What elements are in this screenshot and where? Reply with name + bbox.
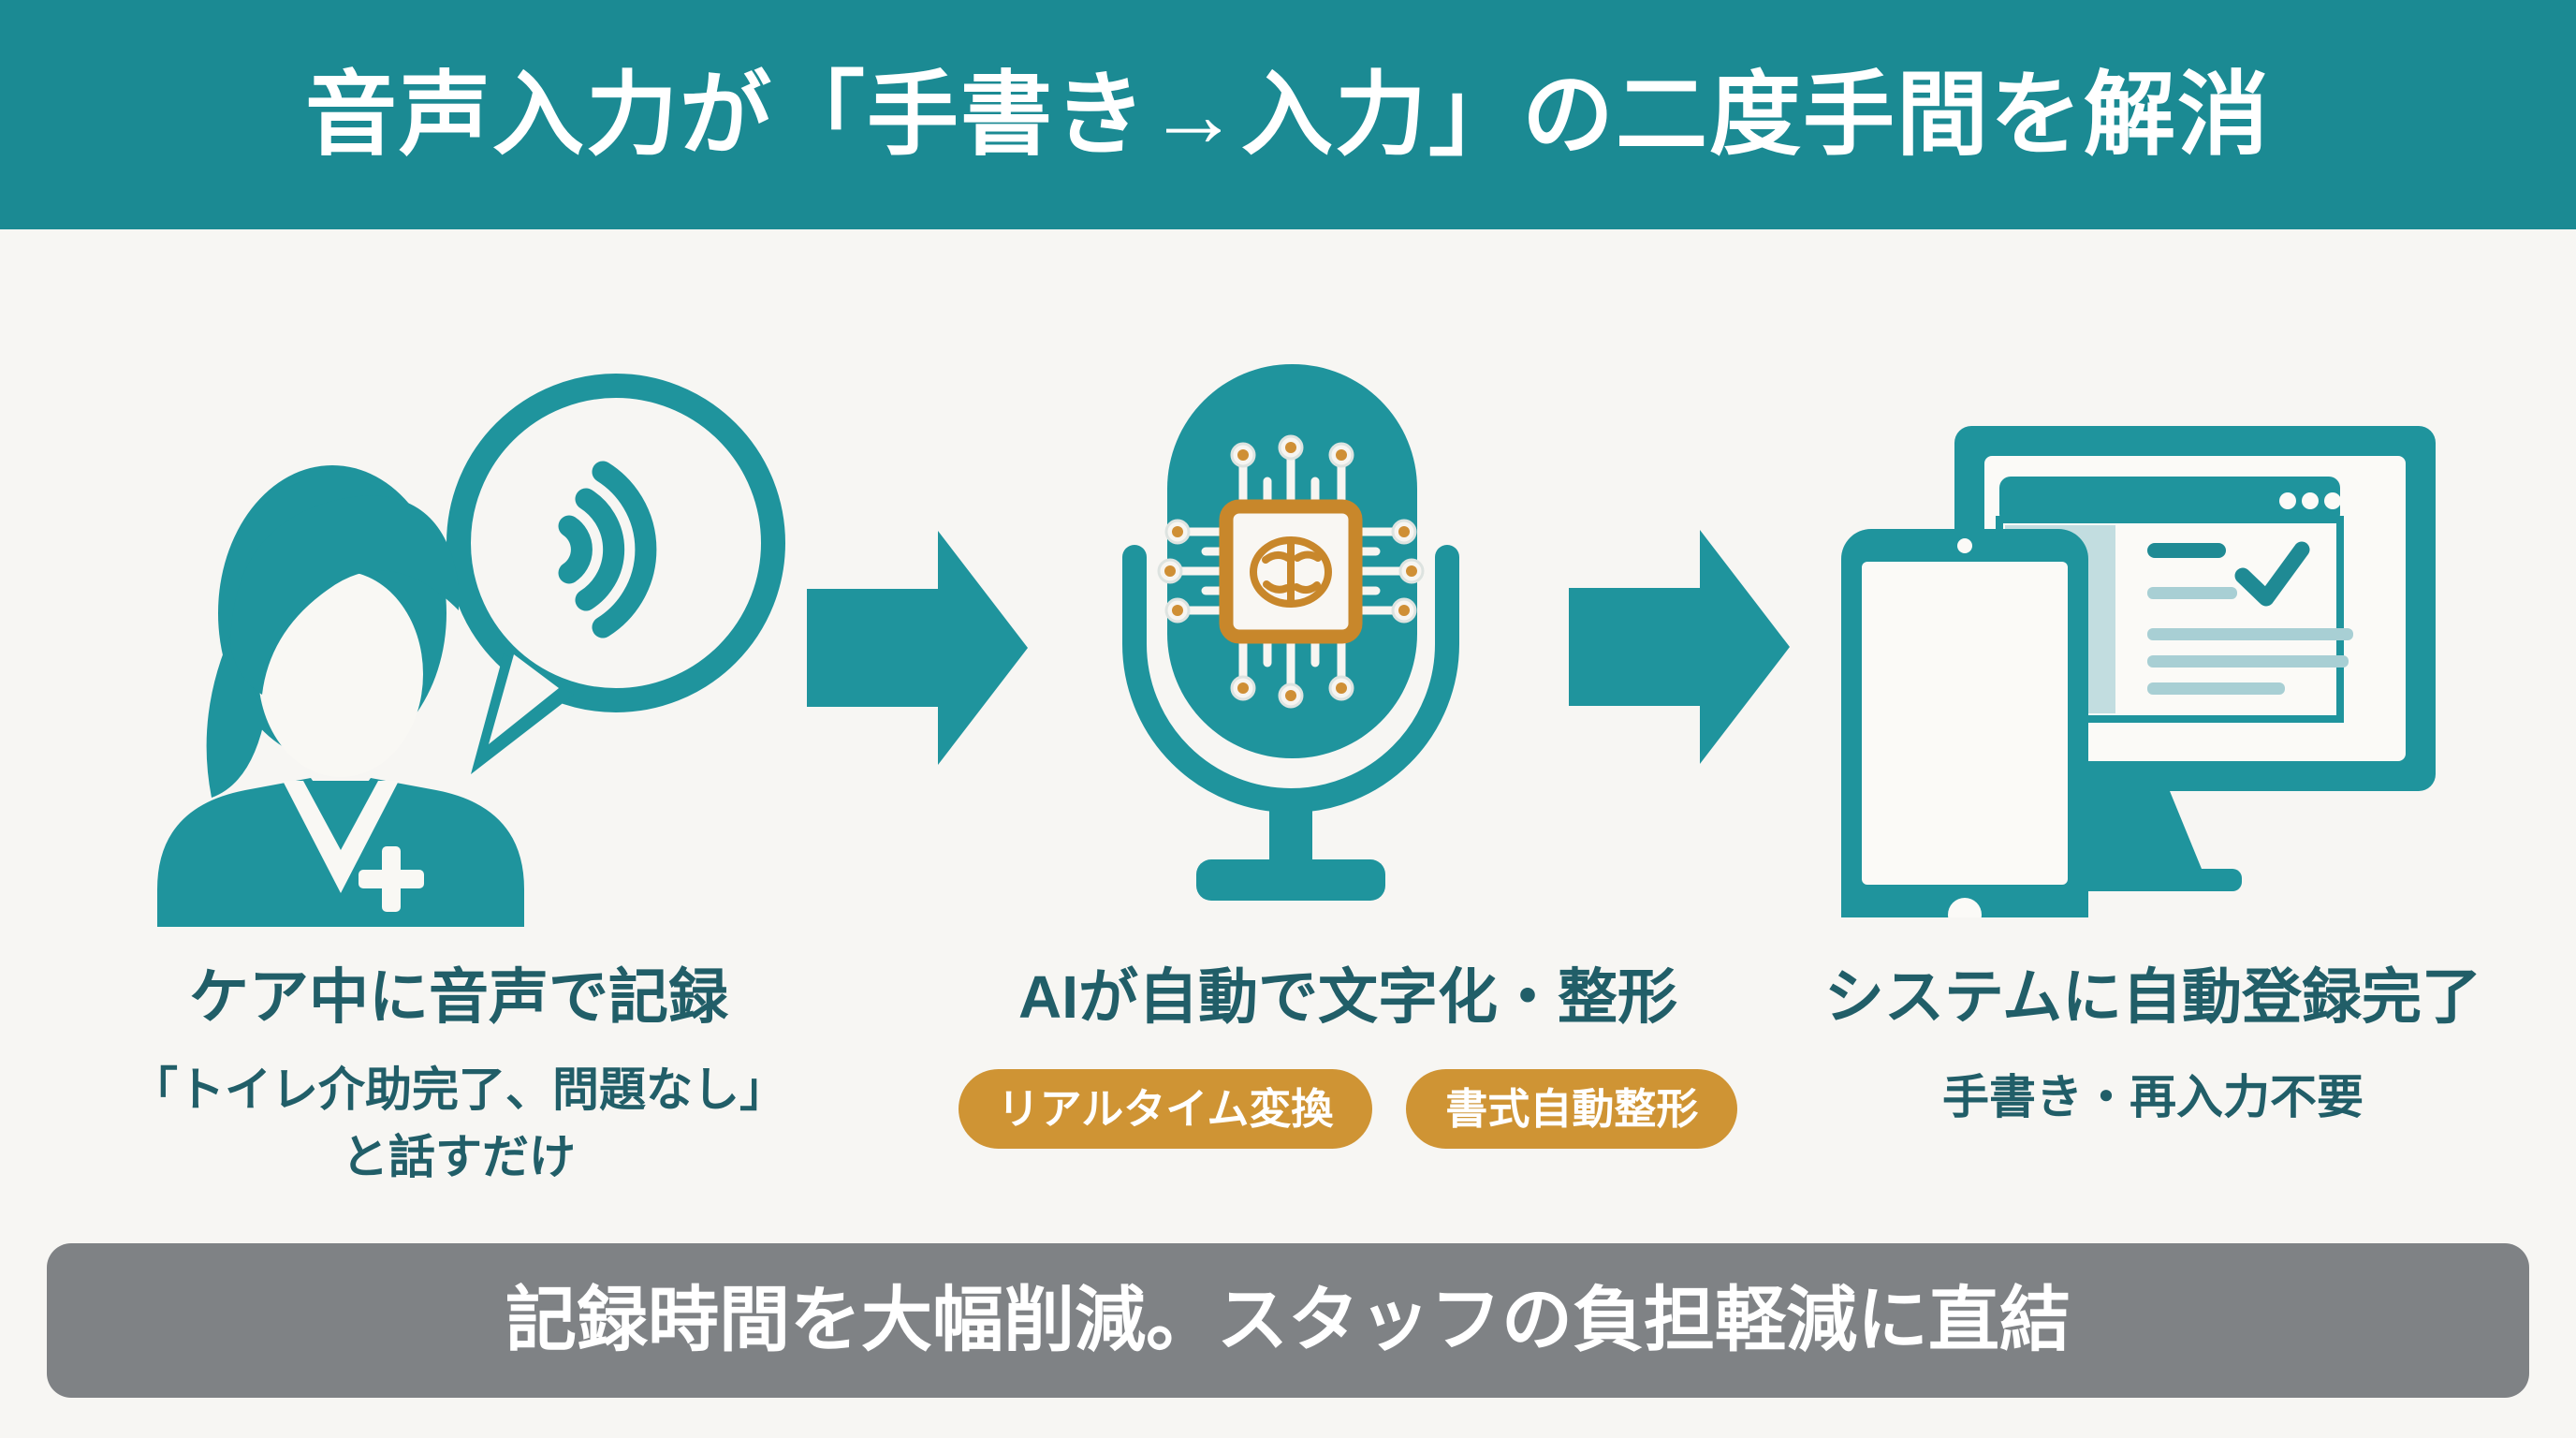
step1-subline-2: と話すだけ [342, 1131, 576, 1183]
sound-waves-icon [558, 461, 657, 638]
checkmark-icon [2234, 541, 2310, 607]
step1-subline-1: 「トイレ介助完了、問題なし」 [131, 1064, 786, 1116]
step3-heading: システムに自動登録完了 [1823, 963, 2482, 1031]
step1-heading: ケア中に音声で記録 [189, 963, 728, 1031]
badge-autoformat: 書式自動整形 [1406, 1069, 1738, 1149]
tablet-icon [1841, 529, 2088, 917]
caregiver-speech-icon [157, 374, 785, 927]
step2-text: AIが自動で文字化・整形 リアルタイム変換 書式自動整形 [958, 957, 1738, 1149]
mic-base-icon [1196, 859, 1385, 901]
tablet-camera-icon [1957, 538, 1972, 553]
step3-text: システムに自動登録完了 手書き・再入力不要 [1769, 957, 2537, 1131]
browser-titlebar-icon [1999, 477, 2340, 525]
step2-badges: リアルタイム変換 書式自動整形 [958, 1069, 1738, 1149]
step1-text: ケア中に音声で記録 「トイレ介助完了、問題なし」 と話すだけ [66, 957, 852, 1191]
badge-realtime: リアルタイム変換 [958, 1069, 1373, 1149]
form-line-dark [2147, 543, 2226, 558]
header-banner: 音声入力が「手書き→入力」の二度手間を解消 [0, 0, 2576, 229]
step2-heading: AIが自動で文字化・整形 [1018, 963, 1677, 1031]
footer-banner: 記録時間を大幅削減。スタッフの負担軽減に直結 [47, 1243, 2529, 1398]
page-title: 音声入力が「手書き→入力」の二度手間を解消 [304, 63, 2271, 166]
circuit-nodes-icon [1157, 434, 1425, 709]
system-devices-check-icon [1841, 426, 2436, 917]
flow-arrow-2-icon [1569, 530, 1790, 764]
ai-microphone-brain-chip-icon [1122, 364, 1459, 901]
tablet-home-button-icon [1948, 898, 1982, 917]
brain-icon [1250, 536, 1332, 608]
step3-subline-1: 手書き・再入力不要 [1942, 1071, 2364, 1123]
flow-arrow-1-icon [807, 531, 1028, 765]
nurse-silhouette-icon [157, 465, 524, 927]
footer-text: 記録時間を大幅削減。スタッフの負担軽減に直結 [505, 1281, 2071, 1360]
speech-bubble-icon [446, 374, 785, 712]
